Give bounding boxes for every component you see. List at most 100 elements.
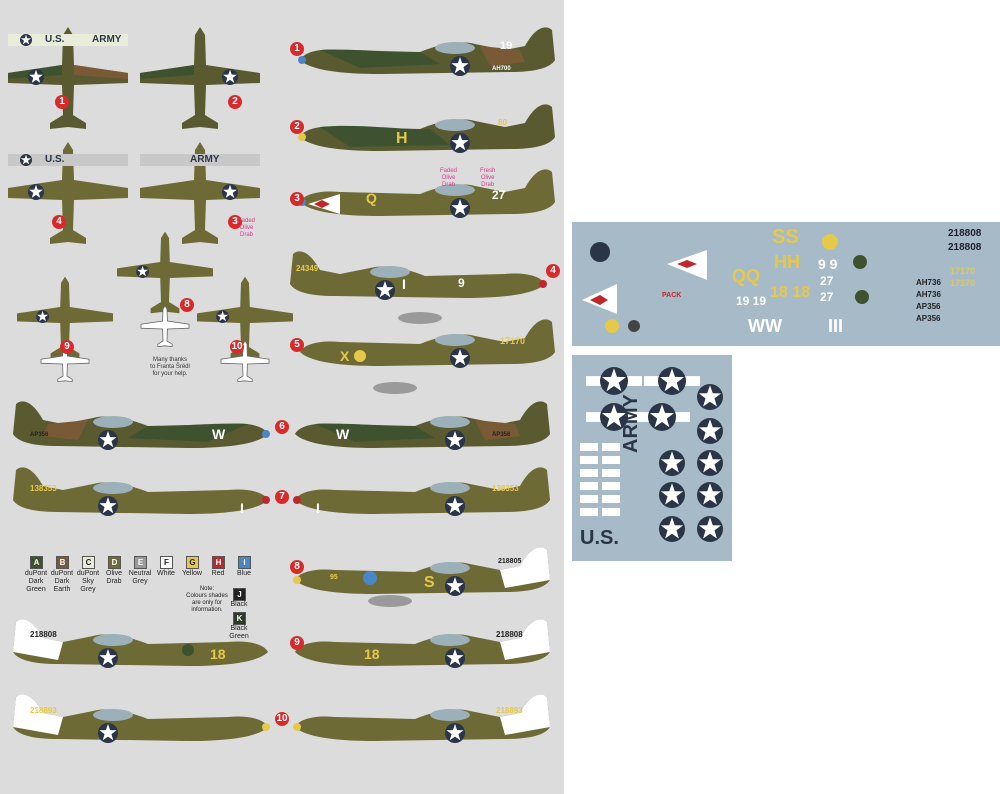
code-p2-tail: 80	[498, 118, 507, 127]
decal-27: 27	[820, 274, 834, 288]
decal-sheet-upper: 218808 218808 SS HH QQ 9 9 27 27 19 19 1…	[572, 222, 1000, 346]
decal-white-bar	[602, 495, 620, 503]
legend-label-g: Yellow	[182, 570, 202, 577]
decal-army-label: ARMY	[620, 394, 642, 453]
profile-number-marker: 8	[290, 560, 304, 574]
profile-number-marker: 1	[290, 42, 304, 56]
decal-white-bar	[580, 495, 598, 503]
legend-swatch-g: G	[186, 556, 199, 569]
code-p2-letter: H	[396, 130, 408, 147]
profile-number-marker: 1	[55, 95, 69, 109]
decal-ss: SS	[772, 226, 799, 248]
insignia-star-icon	[659, 516, 685, 542]
decal-white-bar	[580, 443, 598, 451]
decal-ah736: AH736	[916, 278, 941, 287]
decal-sheet-lower: ARMY U.S.	[572, 355, 732, 561]
profile-number-marker: 2	[228, 95, 242, 109]
wing-us-label: U.S.	[45, 34, 65, 45]
aircraft-profiles	[8, 27, 555, 743]
decal-white-bar	[602, 508, 620, 516]
insignia-star-icon	[697, 482, 723, 508]
legend-swatch-h: H	[212, 556, 225, 569]
code-p1-serial: AH700	[492, 66, 511, 72]
code-p5-letter: X	[340, 348, 350, 364]
insignia-star-icon	[586, 403, 642, 431]
profile-number-marker: 9	[290, 636, 304, 650]
insignia-star-icon	[586, 367, 642, 395]
code-p7-letter: I	[316, 500, 320, 516]
legend-label-i: Blue	[236, 570, 251, 577]
profile-number-marker: 10	[275, 712, 289, 726]
insignia-star-icon	[697, 384, 723, 410]
decal-white-bar	[580, 508, 598, 516]
decal-white-bar	[580, 482, 598, 490]
legend-swatch-j: J	[233, 588, 246, 601]
legend-swatch-e: E	[134, 556, 147, 569]
profile-number-marker: 5	[290, 338, 304, 352]
code-p9-code: 18	[364, 646, 380, 662]
decal-17170: 17170	[950, 266, 976, 276]
profile-number-marker: 3	[228, 215, 242, 229]
legend-label-f: White	[157, 570, 175, 577]
decal-pack: PACK	[662, 292, 682, 299]
code-p3-letter: Q	[366, 190, 377, 206]
decal-ap356: AP356	[916, 302, 941, 311]
insignia-star-icon	[697, 516, 723, 542]
painting-guide-sheet: 1 2 3 4 8 9 10 1 2 3 4 5 6 7 8 9 10 U.S.…	[0, 0, 564, 794]
code-p3-tail: 27	[492, 188, 506, 202]
insignia-star-icon	[659, 450, 685, 476]
decal-1919: 19 19	[736, 294, 767, 308]
code-p4-serial: 24349	[296, 264, 319, 273]
insignia-star-icon	[697, 418, 723, 444]
code-p6-serial: AP356	[492, 432, 511, 438]
code-p9-code: 18	[210, 646, 226, 662]
legend-swatch-a: A	[30, 556, 43, 569]
profile-number-marker: 7	[275, 490, 289, 504]
profile-number-marker: 9	[60, 340, 74, 354]
code-p8-letter: S	[424, 574, 435, 591]
wing-us-label: U.S.	[45, 154, 65, 165]
code-p4-tail: 9	[458, 276, 465, 290]
decal-insignia	[580, 367, 723, 542]
decal-white-bar	[602, 469, 620, 477]
code-p7-letter: I	[240, 500, 244, 516]
code-p6-letter: W	[336, 426, 350, 442]
decal-serial: 218808	[948, 228, 982, 239]
code-p7-serial: 138353	[492, 484, 519, 493]
legend-swatch-k: K	[233, 612, 246, 625]
code-p5-serial: 17170	[500, 336, 526, 346]
code-p4-letter: I	[402, 276, 406, 292]
code-p8-serial: 218805	[498, 558, 522, 565]
decal-white-bar	[602, 443, 620, 451]
legend-swatch-c: C	[82, 556, 95, 569]
decal-iii: III	[828, 316, 844, 336]
decal-white-bar	[602, 482, 620, 490]
profile-number-marker: 3	[290, 192, 304, 206]
decal-99: 9 9	[818, 256, 838, 272]
profile-number-marker: 6	[275, 420, 289, 434]
decal-ww: WW	[748, 316, 782, 336]
decal-qq: QQ	[732, 266, 761, 286]
profile-number-marker: 4	[52, 215, 66, 229]
decal-graphics	[582, 234, 869, 333]
code-p9-serial: 218808	[496, 630, 523, 639]
decal-27: 27	[820, 290, 834, 304]
decal-serial: 218808	[948, 242, 982, 253]
decal-ap356: AP356	[916, 314, 941, 323]
legend-swatch-d: D	[108, 556, 121, 569]
profile-number-marker: 4	[546, 264, 560, 278]
code-p6-serial: AP356	[30, 432, 49, 438]
code-p7-serial: 138353	[30, 484, 57, 493]
code-p10-serial: 218893	[30, 706, 57, 715]
decal-white-bar	[602, 456, 620, 464]
code-p9-serial: 218808	[30, 630, 57, 639]
